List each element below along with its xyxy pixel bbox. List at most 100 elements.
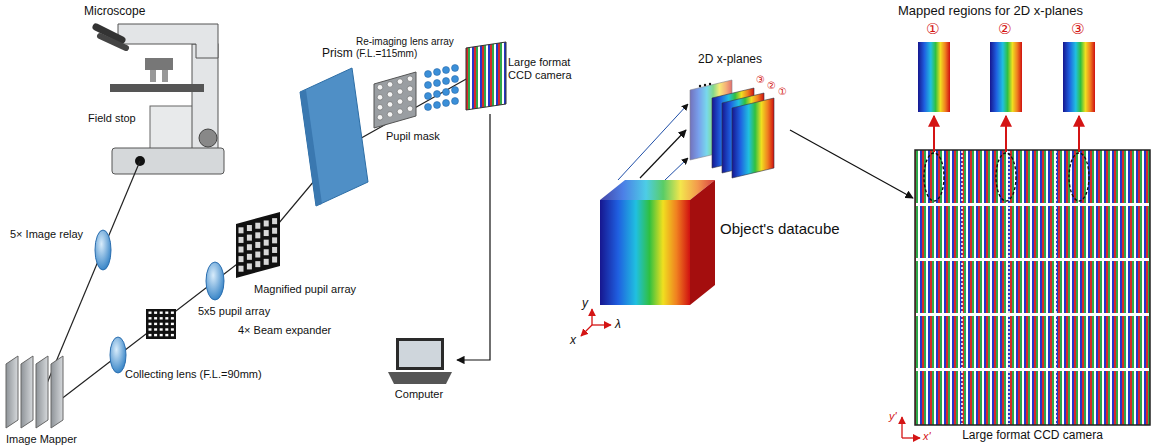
row-gap bbox=[916, 203, 1149, 206]
axis-arrow bbox=[902, 437, 920, 438]
lenslet bbox=[452, 98, 459, 105]
magnified-dot bbox=[255, 242, 260, 248]
row-gap bbox=[916, 258, 1149, 261]
node-label: Large format CCD camera bbox=[913, 428, 1152, 442]
mask-hole bbox=[377, 94, 383, 100]
region-ellipse bbox=[996, 153, 1016, 201]
component-label: 4× Beam expander bbox=[238, 324, 331, 337]
magnified-dot bbox=[272, 228, 277, 234]
objective bbox=[162, 70, 168, 82]
node-label: 2D x-planes bbox=[698, 52, 762, 66]
pupil-dot bbox=[160, 328, 163, 330]
laptop-screen bbox=[396, 338, 444, 370]
magnified-dot bbox=[264, 220, 269, 226]
pupil-dot bbox=[165, 323, 168, 325]
axis-arrow bbox=[901, 417, 902, 438]
row-gap bbox=[916, 368, 1149, 371]
microscope-base bbox=[112, 148, 224, 174]
cube-side bbox=[690, 180, 715, 305]
lenslet bbox=[443, 100, 450, 107]
mapping-arrow bbox=[933, 116, 935, 152]
magnified-dot bbox=[255, 252, 260, 258]
pupil-dot bbox=[171, 323, 174, 325]
x-planes-drawing bbox=[690, 80, 774, 178]
eyepiece bbox=[100, 36, 126, 48]
lenslet bbox=[443, 67, 450, 74]
lenslet bbox=[443, 89, 450, 96]
magnified-dot bbox=[239, 237, 244, 243]
lenslet bbox=[434, 69, 441, 76]
magnified-dot bbox=[247, 225, 252, 231]
connector-arrow bbox=[457, 114, 490, 360]
mirror-facet bbox=[51, 356, 63, 428]
objective bbox=[150, 70, 156, 82]
pupil-dot bbox=[165, 334, 168, 336]
mapped-strip bbox=[918, 42, 950, 112]
re-imaging-lens-array bbox=[425, 65, 459, 111]
node-label: Object's datacube bbox=[720, 220, 840, 238]
region-ellipse bbox=[1069, 153, 1089, 201]
ccd-panel-node: Large format CCD camera bbox=[913, 148, 1154, 446]
mask-hole bbox=[407, 86, 413, 92]
lenslet bbox=[425, 104, 432, 111]
magnified-dot bbox=[272, 237, 277, 243]
component-label: x' bbox=[923, 430, 931, 443]
magnified-dot bbox=[239, 227, 244, 233]
laptop-display bbox=[399, 341, 441, 367]
mirror-facet bbox=[36, 356, 48, 428]
magnified-dot bbox=[247, 254, 252, 260]
mask-hole bbox=[397, 99, 403, 105]
region-ellipse bbox=[924, 153, 944, 201]
component-label: Prism bbox=[322, 46, 353, 60]
mask-hole bbox=[397, 79, 403, 85]
lenslet bbox=[425, 71, 432, 78]
column-separator bbox=[1102, 151, 1104, 424]
magnified-dot bbox=[247, 235, 252, 241]
magnified-dot bbox=[247, 244, 252, 250]
pupil-dot bbox=[160, 334, 163, 336]
relay-lens bbox=[95, 230, 111, 270]
row-gap bbox=[916, 313, 1149, 316]
mask-hole bbox=[407, 96, 413, 102]
magnified-dot bbox=[264, 249, 269, 255]
cube-front bbox=[600, 200, 690, 305]
magnified-dot bbox=[272, 247, 277, 253]
magnified-dot bbox=[239, 256, 244, 262]
focus-knob bbox=[199, 129, 217, 147]
cube-axes bbox=[581, 309, 611, 336]
nosepiece bbox=[145, 58, 173, 70]
pupil-dot bbox=[154, 328, 157, 330]
component-label: Field stop bbox=[88, 112, 136, 125]
component-label: ② bbox=[998, 20, 1011, 38]
pupil-dot bbox=[171, 328, 174, 330]
ccd-panel-drawing bbox=[915, 150, 1150, 425]
mirror-facet bbox=[6, 356, 18, 428]
mapping-arrow bbox=[1005, 116, 1007, 152]
pupil-dot bbox=[149, 328, 152, 330]
microscope-head bbox=[118, 24, 218, 58]
component-label: y bbox=[582, 296, 588, 310]
mask-hole bbox=[387, 102, 393, 108]
microscope-drawing bbox=[96, 24, 224, 174]
pupil-dot bbox=[171, 334, 174, 336]
mask-hole bbox=[407, 76, 413, 82]
component-label: 5x5 pupil array bbox=[198, 305, 270, 318]
component-label: y' bbox=[889, 410, 897, 423]
collecting-lens bbox=[110, 337, 126, 373]
magnified-dot bbox=[239, 266, 244, 272]
component-label: Mapped regions for 2D x-planes bbox=[898, 3, 1083, 19]
pupil-dot bbox=[154, 312, 157, 314]
pupil-dot bbox=[165, 317, 168, 319]
lenslet bbox=[425, 93, 432, 100]
laptop-drawing bbox=[388, 338, 452, 384]
column-separator bbox=[1055, 151, 1057, 424]
magnified-dot bbox=[264, 240, 269, 246]
mapped-strip bbox=[1063, 42, 1095, 112]
mask-hole bbox=[377, 114, 383, 120]
slice-arrow bbox=[665, 158, 688, 180]
pupil-mask bbox=[374, 72, 416, 128]
magnified-dot bbox=[255, 232, 260, 238]
component-label: ② bbox=[767, 80, 776, 92]
camera-node: Large format CCD camera bbox=[460, 42, 576, 114]
